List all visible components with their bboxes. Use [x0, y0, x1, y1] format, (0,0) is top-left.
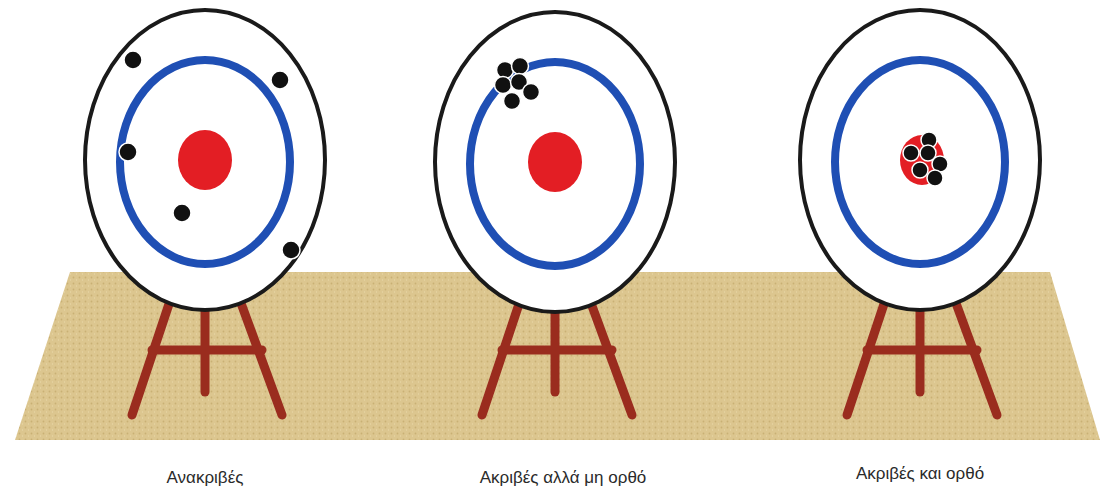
target-precise-and-accurate — [800, 10, 1040, 415]
target-precise-not-accurate — [435, 12, 675, 415]
target-caption: Ακριβές αλλά μη ορθό — [480, 468, 647, 488]
target-caption: Ανακριβές — [167, 468, 244, 488]
target-caption: Ακριβές και ορθό — [856, 464, 984, 484]
target-imprecise — [85, 10, 325, 415]
